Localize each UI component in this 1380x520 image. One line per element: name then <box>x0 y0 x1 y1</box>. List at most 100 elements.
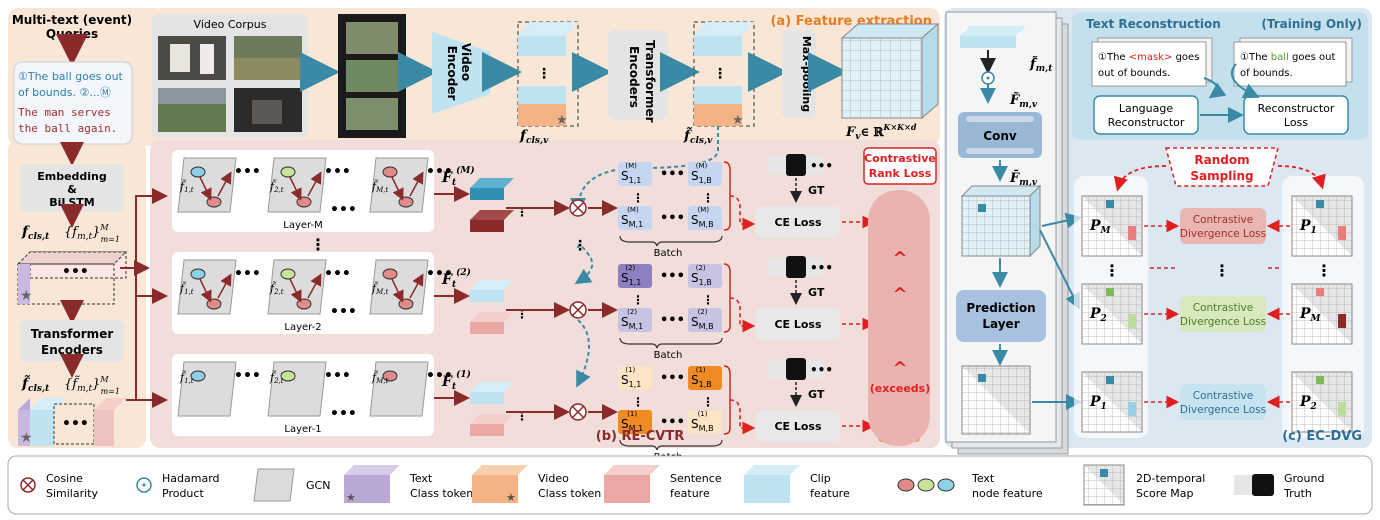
svg-text:⋮: ⋮ <box>702 191 714 205</box>
score-map-left: P1 <box>1081 371 1143 433</box>
fmt-label: f̃m,t <box>1029 56 1053 74</box>
random-sampling-box <box>1165 147 1279 187</box>
text-node-icon <box>190 166 206 178</box>
reconstructor-loss-label-2: Loss <box>1284 116 1308 129</box>
node-label: f̃1,t <box>179 180 194 194</box>
ecdvg-title: (c) EC-DVG <box>1282 429 1362 444</box>
text-node-icon <box>382 268 398 280</box>
star-icon: ★ <box>20 288 33 304</box>
node-label: f̃1,t <box>179 282 194 296</box>
legend-item: Text node feature <box>897 472 1043 500</box>
svg-text:•••: ••• <box>660 211 685 226</box>
query-text-1b: of bounds. ②...Ⓜ <box>18 86 111 99</box>
original-text-card <box>1233 41 1347 87</box>
reconstructor-loss-label-1: Reconstructor <box>1258 102 1335 115</box>
legend-label-2: node feature <box>972 487 1043 500</box>
similarity-matrix: S1,1(2)S1,B(2)SM,1(2)SM,B(2)••••••⋮⋮Batc… <box>618 263 756 361</box>
gcn-icon <box>267 361 327 417</box>
cosine-icon <box>20 477 36 493</box>
queries-title-1: Multi-text (event) <box>12 13 132 27</box>
layer-label: Layer-2 <box>284 322 321 333</box>
fmt-clip-top <box>960 26 1026 36</box>
video-filmstrip <box>338 14 406 138</box>
gcn-icon <box>177 361 237 417</box>
ellipsis-icon: ••• <box>234 266 261 282</box>
layers-vertical-ellipsis: ⋮ <box>310 235 326 254</box>
legend-label: Text <box>971 472 995 485</box>
ellipsis-icon: ••• <box>234 368 261 384</box>
random-sampling-label-1: Random <box>1194 153 1249 167</box>
legend-label-2: feature <box>810 487 850 500</box>
svg-text:Contrastive: Contrastive <box>1193 302 1253 314</box>
svg-text:Divergence Loss: Divergence Loss <box>1180 404 1266 416</box>
legend-label: Clip <box>810 472 831 485</box>
star-icon-4: ★ <box>732 113 744 128</box>
ellipsis-icon: ••• <box>324 164 351 180</box>
gt-label: GT <box>808 286 825 299</box>
ft-feature-stack: ⋮ <box>470 382 528 436</box>
star-icon-3: ★ <box>556 113 568 128</box>
node-label: f̃M,t <box>371 282 388 296</box>
masked-text-card <box>1091 41 1207 87</box>
embedding-label-2: & <box>67 183 77 196</box>
text-node-icon <box>382 166 398 178</box>
ground-truth-icon <box>1234 474 1274 496</box>
exceeds-sign-2: ^ <box>892 284 907 305</box>
similarity-cell: S1,B(1) <box>691 366 712 389</box>
legend-label: Hadamard <box>162 472 220 485</box>
arrow-to-layer-m <box>135 188 168 400</box>
contrastive-rank-loss-label-2: Rank Loss <box>869 167 932 180</box>
gt-label: GT <box>808 388 825 401</box>
layer-label: Layer-M <box>283 220 322 231</box>
node-label: f̃1,t <box>179 371 194 385</box>
legend-label-2: Class token <box>410 487 473 500</box>
svg-text:•••: ••• <box>330 406 357 422</box>
svg-text:⋮: ⋮ <box>632 191 644 205</box>
ellipsis-icon-2: ••• <box>62 416 89 432</box>
maxpool-box <box>782 30 816 118</box>
legend-label-2: Similarity <box>46 487 98 500</box>
exceeds-sign-1: ^ <box>892 248 907 269</box>
video-corpus-label: Video Corpus <box>194 18 267 31</box>
text-node-icon <box>190 370 206 382</box>
fcls-t-label: fcls,t <box>21 224 50 242</box>
video-encoder-label-2: Encoder <box>445 46 459 101</box>
svg-text:Contrastive: Contrastive <box>1193 390 1253 402</box>
batch-label: Batch <box>654 350 683 361</box>
similarity-cell: S1,1(2) <box>621 264 641 287</box>
ellipsis-icon: ••• <box>426 266 453 282</box>
transformer-label-2: Encoders <box>627 46 641 108</box>
ft-label: Ft(1) <box>441 369 471 392</box>
left-transformer-label-1: Transformer <box>31 327 114 341</box>
conv-box <box>958 112 1042 158</box>
svg-text:•••: ••• <box>810 159 833 173</box>
random-sampling-arrow-right <box>1277 165 1326 190</box>
p-label: P1 <box>1299 218 1317 236</box>
left-transformer-box <box>20 320 124 362</box>
embedding-label-3: BiLSTM <box>49 196 95 209</box>
gcn-icon <box>253 468 295 502</box>
ecdvg-ellipsis-mid: ⋮ <box>1214 261 1230 280</box>
p-label: PM <box>1089 218 1112 236</box>
sentence-feature-icon <box>604 465 660 503</box>
contrastive-rank-loss-label-1: Contrastive <box>864 152 936 165</box>
clip-feature-stack-2: ⋮ ★ <box>693 21 755 128</box>
svg-text:★: ★ <box>346 491 356 504</box>
exceeds-label: (exceeds) <box>870 382 930 395</box>
fmv-label: F̃m,v <box>1009 92 1038 110</box>
similarity-cell: SM,1(2) <box>621 308 643 331</box>
vertical-ellipsis-icon-2: ⋮ <box>713 66 727 82</box>
node-label: f̃M,t <box>371 180 388 194</box>
arrow-orig-to-loss <box>1231 63 1260 99</box>
video-encoder-block <box>432 32 490 114</box>
layer-label: Layer-1 <box>284 424 321 435</box>
fv-feature-cube <box>840 22 940 120</box>
prediction-layer-box <box>956 290 1046 342</box>
ft-label: Ft(M) <box>441 165 475 188</box>
